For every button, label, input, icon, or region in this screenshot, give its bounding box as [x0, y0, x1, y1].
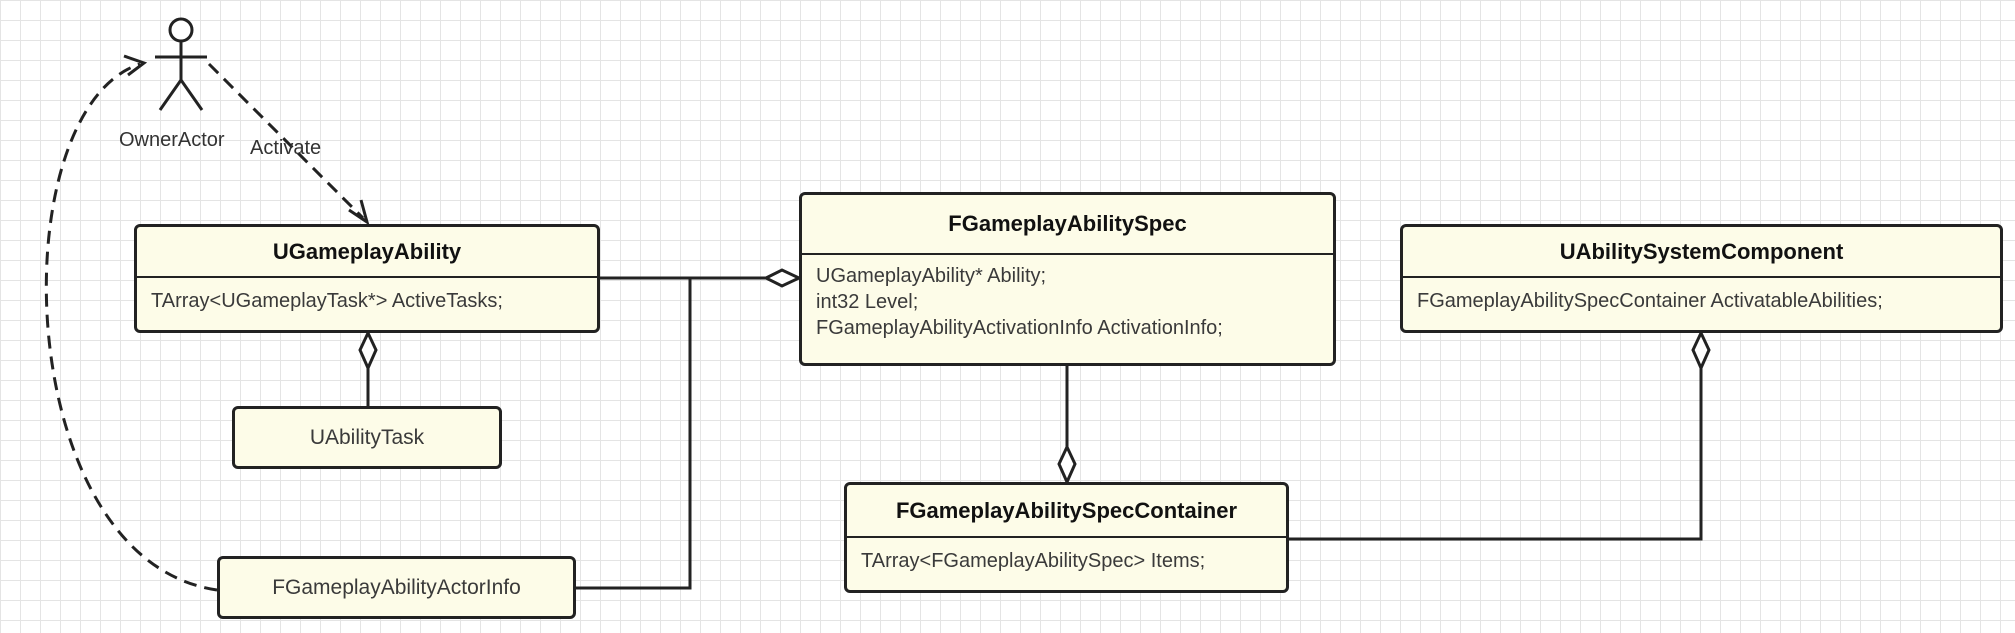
- class-members: TArray<FGameplayAbilitySpec> Items;: [847, 538, 1286, 574]
- container-to-asc-line: [1289, 368, 1703, 541]
- fgameplay-ability-spec-container-class[interactable]: FGameplayAbilitySpecContainer TArray<FGa…: [844, 482, 1289, 593]
- activate-dependency-line: [207, 62, 365, 220]
- class-title: UAbilityTask: [309, 426, 425, 449]
- ugameplay-ability-class[interactable]: UGameplayAbility TArray<UGameplayTask*> …: [134, 224, 600, 333]
- activate-arrowhead-icon: [348, 199, 370, 226]
- member-line: TArray<FGameplayAbilitySpec> Items;: [861, 550, 1206, 572]
- owner-actor-icon[interactable]: [155, 17, 207, 111]
- class-title: FGameplayAbilityActorInfo: [272, 576, 521, 599]
- class-members: TArray<UGameplayTask*> ActiveTasks;: [137, 278, 597, 314]
- member-line: int32 Level;: [816, 291, 919, 313]
- member-line: UGameplayAbility* Ability;: [816, 265, 1047, 287]
- class-members: UGameplayAbility* Ability; int32 Level; …: [802, 255, 1333, 341]
- actor-info-arrowhead-icon: [123, 54, 148, 77]
- uability-task-class[interactable]: UAbilityTask: [232, 406, 502, 469]
- actor-info-to-spec-line: [576, 278, 692, 590]
- class-title: UGameplayAbility: [137, 227, 597, 278]
- fgameplay-ability-actor-info-class[interactable]: FGameplayAbilityActorInfo: [217, 556, 576, 619]
- class-title: UAbilitySystemComponent: [1403, 227, 2000, 278]
- actor-info-dependency-line: [44, 62, 218, 592]
- task-aggregation-diamond-icon: [358, 329, 378, 372]
- uability-system-component-class[interactable]: UAbilitySystemComponent FGameplayAbility…: [1400, 224, 2003, 333]
- owner-actor-label: OwnerActor: [119, 129, 225, 151]
- fgameplay-ability-spec-class[interactable]: FGameplayAbilitySpec UGameplayAbility* A…: [799, 192, 1336, 366]
- member-line: TArray<UGameplayTask*> ActiveTasks;: [151, 290, 503, 312]
- member-line: FGameplayAbilityActivationInfo Activatio…: [816, 317, 1223, 339]
- spec-aggregation-diamond-icon: [762, 268, 803, 288]
- class-members: FGameplayAbilitySpecContainer Activatabl…: [1403, 278, 2000, 314]
- class-title: FGameplayAbilitySpecContainer: [847, 485, 1286, 538]
- class-title: FGameplayAbilitySpec: [802, 195, 1333, 255]
- member-line: FGameplayAbilitySpecContainer Activatabl…: [1417, 290, 1883, 312]
- spec-container-diamond-icon: [1057, 443, 1077, 486]
- activate-label: Activate: [250, 137, 322, 159]
- asc-aggregation-diamond-icon: [1691, 329, 1711, 372]
